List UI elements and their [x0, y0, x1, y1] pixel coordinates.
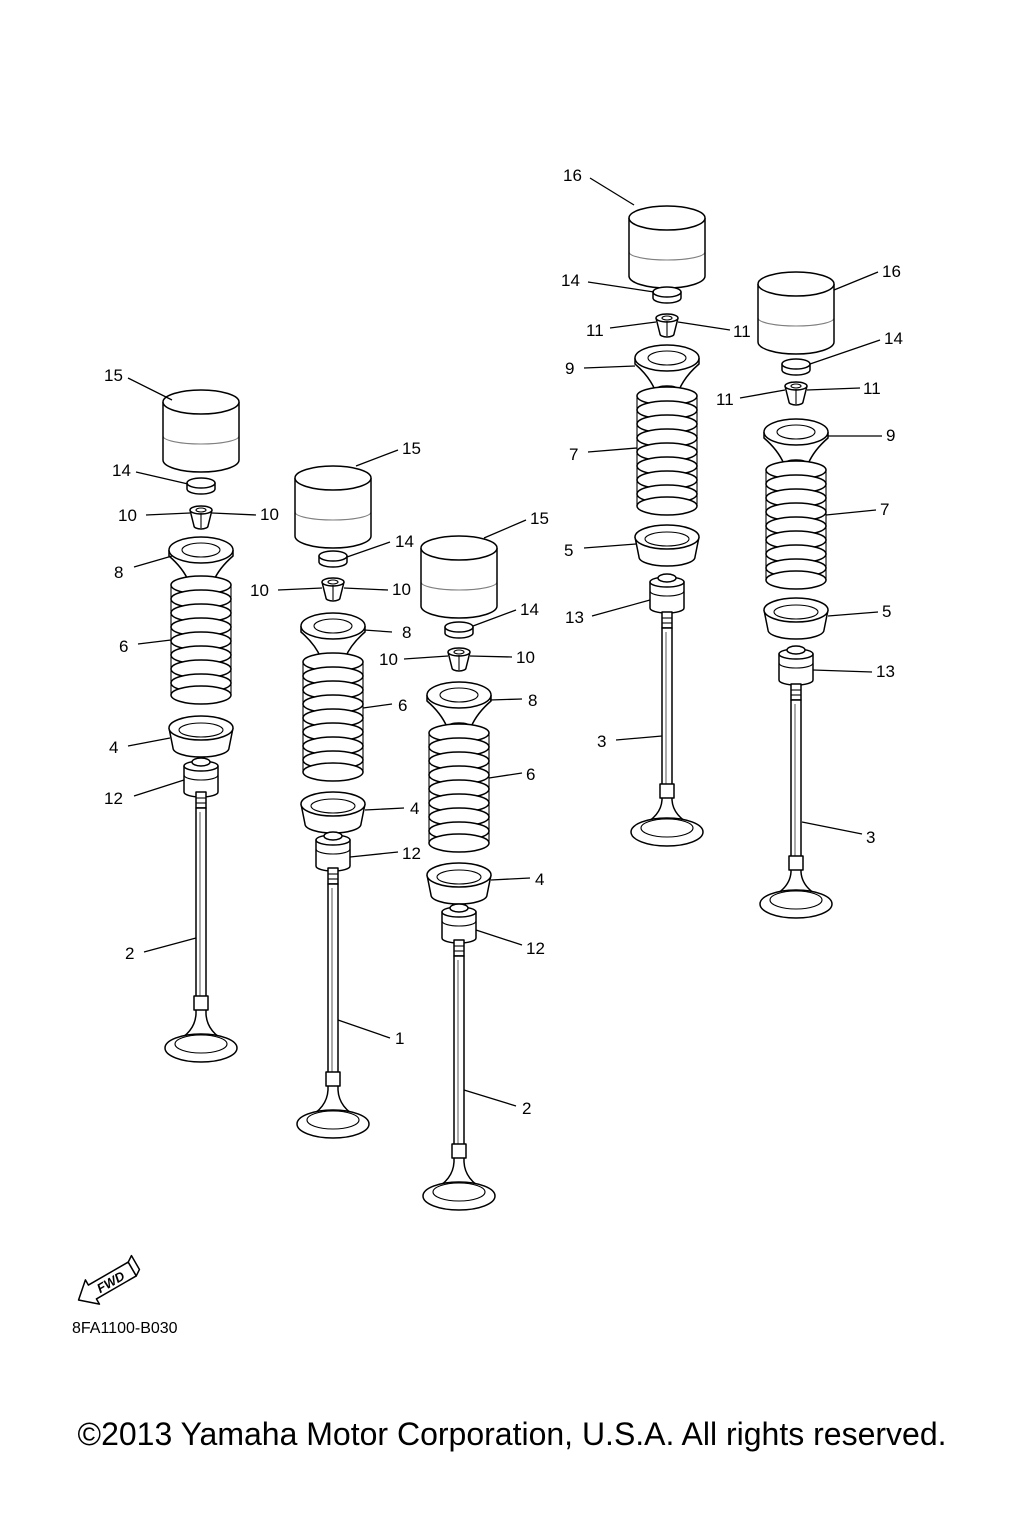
- valve-stem-seal-12: [441, 903, 477, 944]
- callout-10: 10: [260, 505, 279, 524]
- valve-lifter-16: [757, 271, 835, 355]
- forward-direction-arrow-icon: FWD: [77, 1254, 141, 1305]
- valve-3: [630, 611, 704, 847]
- valve-pad-14: [781, 358, 811, 376]
- callout-2: 2: [125, 944, 134, 963]
- callout-13: 13: [565, 608, 584, 627]
- valve-stem-seal-13: [649, 573, 685, 614]
- callout-11: 11: [733, 322, 751, 341]
- callout-9: 9: [565, 359, 574, 378]
- callout-5: 5: [564, 541, 573, 560]
- valve-cotter-11: [784, 381, 808, 406]
- valve-spring-6: [428, 723, 490, 853]
- valve-cotter-10: [189, 505, 213, 530]
- callout-4: 4: [535, 870, 544, 889]
- callout-8: 8: [528, 691, 537, 710]
- callout-2: 2: [522, 1099, 531, 1118]
- valve-stack-intake-center: [294, 465, 372, 1139]
- copyright-notice: ©2013 Yamaha Motor Corporation, U.S.A. A…: [77, 1416, 947, 1452]
- callout-16: 16: [563, 166, 582, 185]
- valve-spring-7: [636, 386, 698, 516]
- callout-12: 12: [104, 789, 123, 808]
- valve-stack-intake-left: [162, 389, 240, 1063]
- callout-14: 14: [112, 461, 131, 480]
- callout-8: 8: [114, 563, 123, 582]
- valve-pad-14: [652, 286, 682, 304]
- valve-2: [164, 791, 238, 1063]
- callout-11: 11: [586, 321, 604, 340]
- spring-seat-4: [300, 791, 366, 834]
- callout-13: 13: [876, 662, 895, 681]
- valve-pad-14: [318, 550, 348, 568]
- valve-spring-6: [302, 652, 364, 782]
- valve-stem-seal-12: [183, 757, 219, 798]
- valve-stack-exhaust-left: [628, 205, 706, 847]
- callout-16: 16: [882, 262, 901, 281]
- callout-numbers: 15 14 10 10 8 6 4 12 2 15 14 10 10 8 6 4…: [104, 166, 903, 1118]
- callout-10: 10: [118, 506, 137, 525]
- callout-10: 10: [516, 648, 535, 667]
- valve-stack-exhaust-right: [757, 271, 835, 919]
- valve-pad-14: [186, 477, 216, 495]
- callout-8: 8: [402, 623, 411, 642]
- callout-15: 15: [104, 366, 123, 385]
- valve-lifter-15: [420, 535, 498, 619]
- callout-6: 6: [119, 637, 128, 656]
- callout-1: 1: [395, 1029, 404, 1048]
- callout-5: 5: [882, 602, 891, 621]
- valve-pad-14: [444, 621, 474, 639]
- callout-10: 10: [250, 581, 269, 600]
- callout-3: 3: [866, 828, 875, 847]
- callout-14: 14: [520, 600, 539, 619]
- callout-12: 12: [526, 939, 545, 958]
- callout-14: 14: [395, 532, 414, 551]
- leader-lines: [127, 177, 882, 1107]
- valve-cotter-10: [447, 647, 471, 672]
- callout-6: 6: [526, 765, 535, 784]
- callout-11: 11: [863, 379, 881, 398]
- spring-seat-5: [763, 597, 829, 640]
- callout-4: 4: [410, 799, 419, 818]
- callout-6: 6: [398, 696, 407, 715]
- spring-seat-4: [168, 715, 234, 758]
- valve-lifter-15: [294, 465, 372, 549]
- callout-15: 15: [530, 509, 549, 528]
- callout-12: 12: [402, 844, 421, 863]
- valve-cotter-10: [321, 577, 345, 602]
- spring-seat-4: [426, 862, 492, 905]
- valve-cotter-11: [655, 313, 679, 338]
- valve-spring-6: [170, 575, 232, 705]
- valve-1: [296, 867, 370, 1139]
- callout-7: 7: [569, 445, 578, 464]
- callout-4: 4: [109, 738, 118, 757]
- callout-3: 3: [597, 732, 606, 751]
- callout-11: 11: [716, 390, 734, 409]
- callout-14: 14: [884, 329, 903, 348]
- valve-spring-7: [765, 460, 827, 590]
- valve-stack-intake-right: [420, 535, 498, 1211]
- callout-10: 10: [379, 650, 398, 669]
- callout-10: 10: [392, 580, 411, 599]
- callout-7: 7: [880, 500, 889, 519]
- valve-lifter-15: [162, 389, 240, 473]
- valve-2: [422, 939, 496, 1211]
- valve-stem-seal-12: [315, 831, 351, 872]
- valve-3: [759, 683, 833, 919]
- callout-9: 9: [886, 426, 895, 445]
- callout-15: 15: [402, 439, 421, 458]
- valve-stem-seal-13: [778, 645, 814, 686]
- callout-14: 14: [561, 271, 580, 290]
- spring-seat-5: [634, 524, 700, 567]
- valve-lifter-16: [628, 205, 706, 289]
- diagram-part-code: 8FA1100-B030: [72, 1320, 178, 1337]
